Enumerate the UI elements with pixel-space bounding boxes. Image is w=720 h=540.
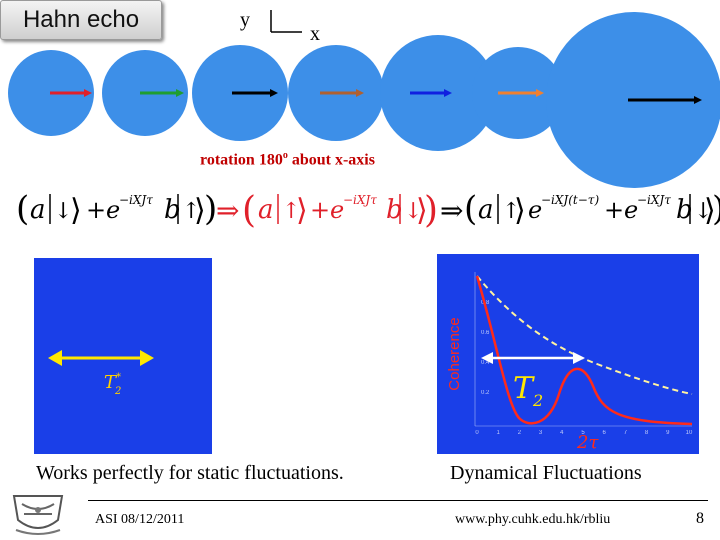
eq-a-1: a — [30, 195, 46, 225]
svg-text:+: + — [310, 196, 330, 224]
t2-star-label: T*2 — [104, 372, 121, 397]
svg-text:⟩: ⟩ — [70, 193, 82, 228]
state-equation: ( a ↓ ⟩ + e −iXJτ b ↑ ⟩ ) ⇒ ( a ↑ ⟩ + e … — [16, 189, 720, 231]
eq-exponent-1: −iXJτ — [119, 193, 153, 207]
svg-text:↑: ↑ — [502, 199, 520, 224]
footer-url: www.phy.cuhk.edu.hk/rbliu — [455, 512, 611, 527]
y-tick-label: 0.4 — [481, 360, 490, 366]
spin-arrowhead — [694, 96, 702, 104]
slide-title: Hahn echo — [0, 0, 162, 40]
svg-text:⟩: ⟩ — [296, 193, 308, 228]
spin-arrowhead — [356, 89, 364, 97]
two-tau-xlabel: 2τ — [576, 432, 599, 453]
eq-exponent-3: −iXJ(t−τ) — [541, 193, 599, 207]
svg-text:(: ( — [242, 190, 256, 231]
university-logo — [12, 495, 64, 535]
svg-text:e: e — [330, 196, 344, 224]
svg-text:a: a — [478, 195, 494, 225]
svg-text:↓: ↓ — [404, 199, 422, 224]
svg-text:↓: ↓ — [694, 199, 712, 224]
footer-date: ASI 08/12/2011 — [95, 512, 185, 527]
svg-text:b: b — [676, 195, 693, 225]
eq-implies-1: ⇒ — [216, 194, 239, 227]
svg-text:⟩: ⟩ — [416, 193, 428, 228]
svg-text:⟩: ⟩ — [194, 193, 206, 228]
x-tick-label: 0 — [475, 430, 479, 436]
eq-ket-down-1: ↓ — [54, 199, 72, 224]
x-tick-label: 3 — [539, 430, 543, 436]
bloch-spheres — [8, 12, 720, 188]
x-tick-label: 6 — [603, 430, 607, 436]
x-tick-label: 5 — [581, 430, 585, 436]
static-fluctuation-panel: T*2 — [34, 258, 212, 454]
envelope-curve — [476, 275, 693, 395]
x-tick-label: 4 — [560, 430, 564, 436]
eq-b-1: b — [164, 195, 181, 225]
svg-text:e: e — [106, 196, 120, 224]
svg-text:↑: ↑ — [282, 199, 300, 224]
x-tick-label: 9 — [666, 430, 670, 436]
y-axis-label: y — [240, 9, 250, 31]
dynamical-caption: Dynamical Fluctuations — [450, 462, 642, 484]
svg-text:): ) — [712, 189, 720, 229]
x-axis-label: x — [310, 23, 320, 45]
spin-arrowhead — [84, 89, 92, 97]
svg-text:+: + — [604, 196, 624, 224]
x-tick-label: 1 — [497, 430, 501, 436]
svg-text:⟩: ⟩ — [704, 193, 716, 228]
spin-arrowhead — [536, 89, 544, 97]
t2-label: T2 — [513, 371, 543, 410]
svg-text:(: ( — [464, 189, 477, 229]
svg-text:): ) — [424, 190, 438, 231]
y-tick-label: 0.2 — [481, 390, 490, 396]
svg-text:(: ( — [16, 189, 29, 229]
spin-arrowhead — [176, 89, 184, 97]
echo-curve — [475, 275, 693, 426]
svg-text:e: e — [624, 196, 638, 224]
rotation-caption: rotation 180o about x-axis — [200, 150, 375, 169]
x-tick-label: 10 — [686, 430, 693, 436]
eq-implies-2: ⇒ — [440, 194, 463, 227]
svg-text:a: a — [258, 195, 274, 225]
axis-indicator: y x — [240, 9, 320, 45]
eq-exponent-2: −iXJτ — [343, 193, 377, 207]
svg-text:⟩: ⟩ — [514, 193, 526, 228]
svg-text:b: b — [386, 195, 403, 225]
page-number: 8 — [696, 510, 704, 527]
static-caption: Works perfectly for static fluctuations. — [36, 462, 344, 484]
coherence-ylabel: Coherence — [446, 317, 463, 390]
x-tick-label: 8 — [645, 430, 649, 436]
x-tick-label: 7 — [624, 430, 628, 436]
svg-text:+: + — [86, 196, 106, 224]
svg-text:): ) — [204, 189, 217, 229]
x-tick-label: 2 — [518, 430, 522, 436]
eq-exponent-4: −iXJτ — [637, 193, 671, 207]
svg-text:e: e — [528, 196, 542, 224]
svg-text:↑: ↑ — [182, 199, 200, 224]
y-tick-label: 0.6 — [481, 330, 490, 336]
footer-rule — [88, 500, 708, 501]
spin-arrowhead — [270, 89, 278, 97]
spin-arrowhead — [444, 89, 452, 97]
